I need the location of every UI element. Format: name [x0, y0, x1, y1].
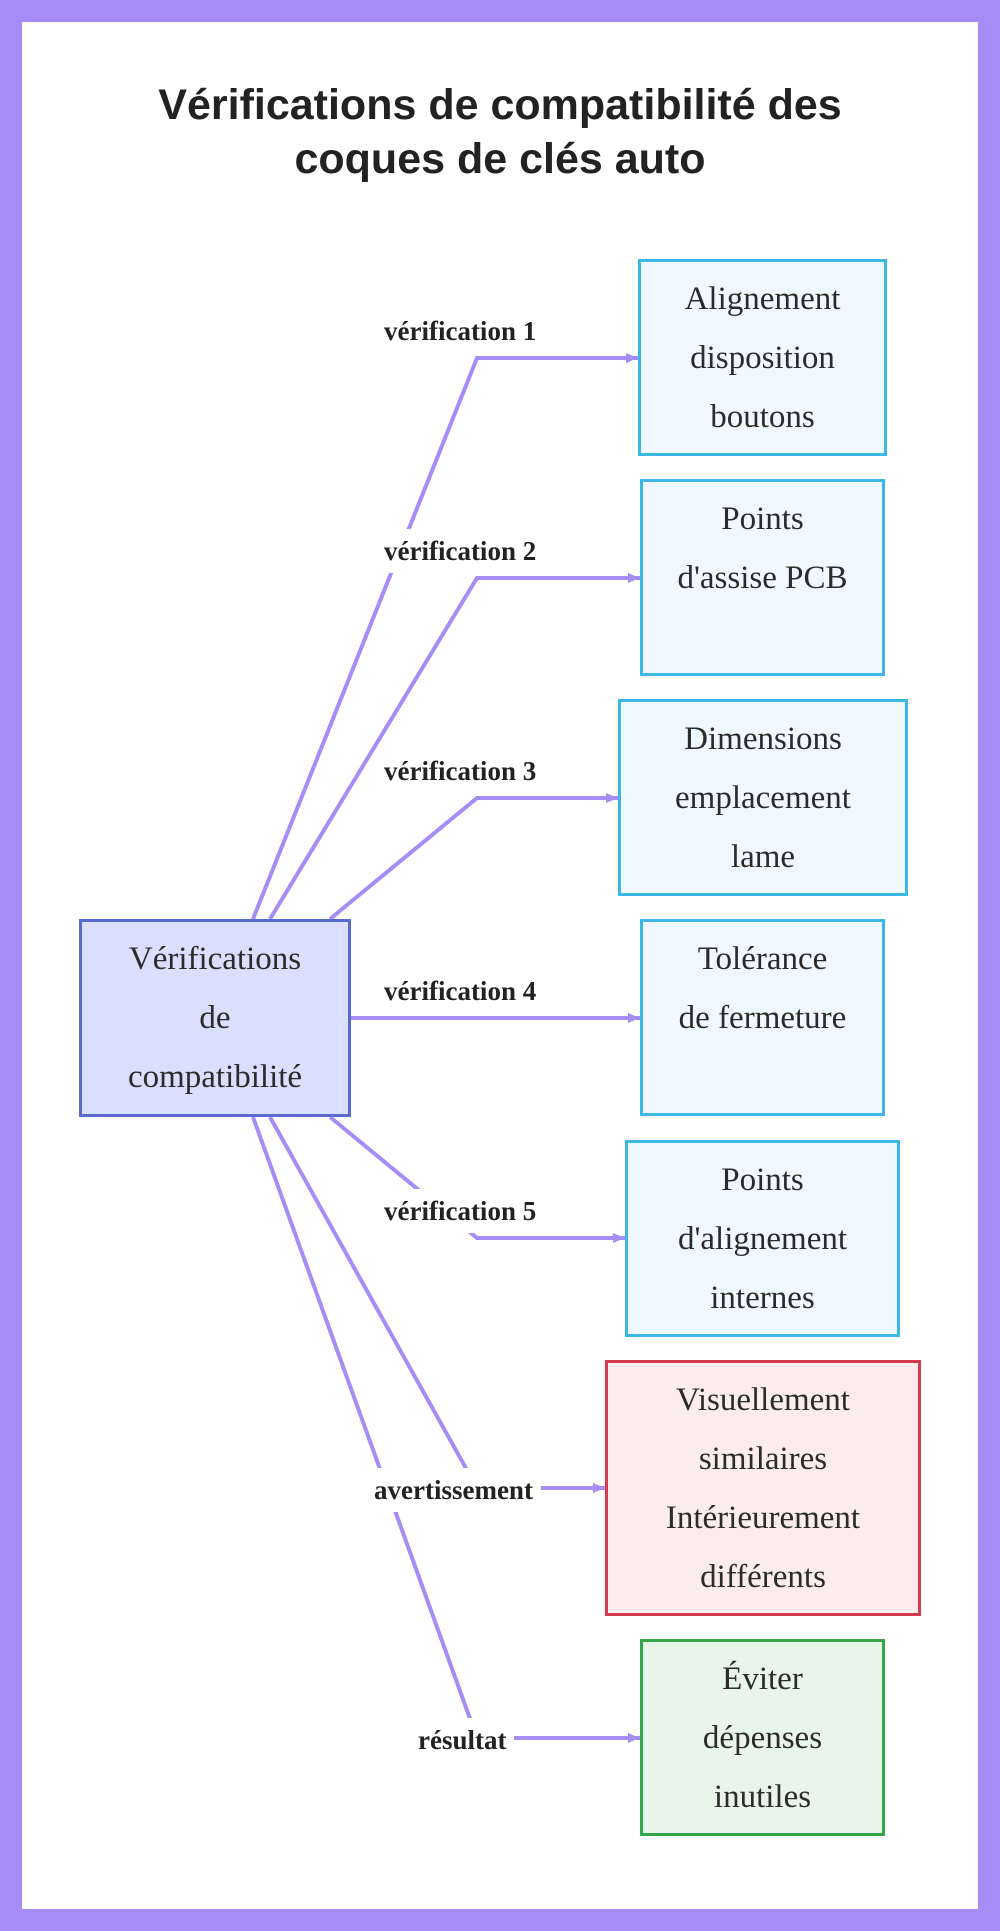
- title-line-1: Vérifications de compatibilité des: [22, 78, 978, 132]
- node-line: inutiles: [714, 1768, 811, 1827]
- edge-line: [253, 358, 638, 919]
- edge-label-check-1: vérification 1: [376, 309, 544, 353]
- title-line-2: coques de clés auto: [22, 132, 978, 186]
- root-line: Vérifications: [129, 930, 301, 989]
- root-node: Vérifications de compatibilité: [79, 919, 351, 1117]
- edge-line: [330, 798, 618, 919]
- node-line: différents: [700, 1548, 826, 1607]
- node-pcb-seating: Points d'assise PCB: [640, 479, 885, 676]
- node-line: emplacement: [675, 769, 851, 828]
- node-line: disposition: [690, 329, 835, 388]
- arrowhead-icon: [626, 353, 638, 363]
- node-line: dépenses: [703, 1709, 822, 1768]
- edge-label-check-5: vérification 5: [376, 1189, 544, 1233]
- node-line: Visuellement: [676, 1371, 850, 1430]
- node-line: internes: [710, 1269, 814, 1328]
- root-line: de: [199, 989, 230, 1048]
- node-line: Points: [721, 1151, 804, 1210]
- node-line: Alignement: [685, 270, 841, 329]
- arrowhead-icon: [593, 1483, 605, 1493]
- node-result: Éviter dépenses inutiles: [640, 1639, 885, 1836]
- node-line: de fermeture: [679, 989, 847, 1048]
- node-line: d'alignement: [678, 1210, 847, 1269]
- node-line: boutons: [710, 388, 815, 447]
- edge-label-result: résultat: [410, 1718, 514, 1762]
- node-line: similaires: [699, 1430, 827, 1489]
- arrowhead-icon: [628, 573, 640, 583]
- node-line: Dimensions: [684, 710, 842, 769]
- node-line: Tolérance: [698, 930, 828, 989]
- arrowhead-icon: [613, 1233, 625, 1243]
- node-line: lame: [731, 828, 795, 887]
- root-line: compatibilité: [128, 1048, 302, 1107]
- edge-label-warning: avertissement: [366, 1468, 541, 1512]
- diagram-title: Vérifications de compatibilité des coque…: [22, 78, 978, 186]
- node-line: Points: [721, 490, 804, 549]
- node-line: Éviter: [722, 1650, 803, 1709]
- node-closure-tolerance: Tolérance de fermeture: [640, 919, 885, 1116]
- edge-label-check-4: vérification 4: [376, 969, 544, 1013]
- node-button-layout: Alignement disposition boutons: [638, 259, 887, 456]
- edge-label-check-2: vérification 2: [376, 529, 544, 573]
- arrowhead-icon: [606, 793, 618, 803]
- arrowhead-icon: [628, 1013, 640, 1023]
- node-warning: Visuellement similaires Intérieurement d…: [605, 1360, 921, 1616]
- node-line: Intérieurement: [666, 1489, 860, 1548]
- arrowhead-icon: [628, 1733, 640, 1743]
- edge-label-check-3: vérification 3: [376, 749, 544, 793]
- node-internal-alignment: Points d'alignement internes: [625, 1140, 900, 1337]
- node-blade-slot: Dimensions emplacement lame: [618, 699, 908, 896]
- node-line: d'assise PCB: [677, 549, 847, 608]
